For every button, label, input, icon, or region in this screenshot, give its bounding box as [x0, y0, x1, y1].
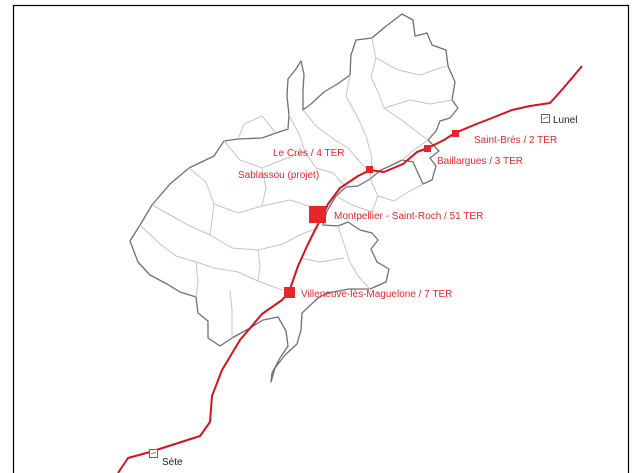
label-saint-bres: Saint-Brès / 2 TER [474, 135, 557, 146]
station-marker-villeneuve[interactable] [284, 287, 295, 298]
label-le-cres: Le Crès / 4 TER [273, 148, 345, 159]
town-marker-sete[interactable] [149, 449, 158, 458]
station-labels: Montpellier - Saint-Roch / 51 TER Villen… [238, 135, 557, 300]
railway-line [117, 65, 583, 473]
commune-boundaries [139, 37, 453, 338]
label-montpellier: Montpellier - Saint-Roch / 51 TER [334, 211, 483, 222]
station-marker-sablassou[interactable] [366, 166, 373, 173]
town-marker-lunel[interactable] [541, 114, 550, 123]
label-villeneuve: Villeneuve-lès-Maguelone / 7 TER [301, 289, 452, 300]
town-labels: Lunel Sète [162, 115, 577, 468]
label-sete: Sète [162, 457, 183, 468]
agglomeration-boundary [129, 13, 459, 383]
label-lunel: Lunel [553, 115, 577, 126]
station-markers [284, 130, 459, 298]
label-baillargues: Baillargues / 3 TER [437, 156, 523, 167]
label-sablassou: Sablassou (projet) [238, 170, 319, 181]
station-marker-montpellier[interactable] [309, 206, 326, 223]
station-marker-baillargues[interactable] [424, 145, 431, 152]
map-border [12, 4, 630, 473]
town-markers [149, 114, 550, 458]
station-marker-saint-bres[interactable] [452, 130, 459, 137]
